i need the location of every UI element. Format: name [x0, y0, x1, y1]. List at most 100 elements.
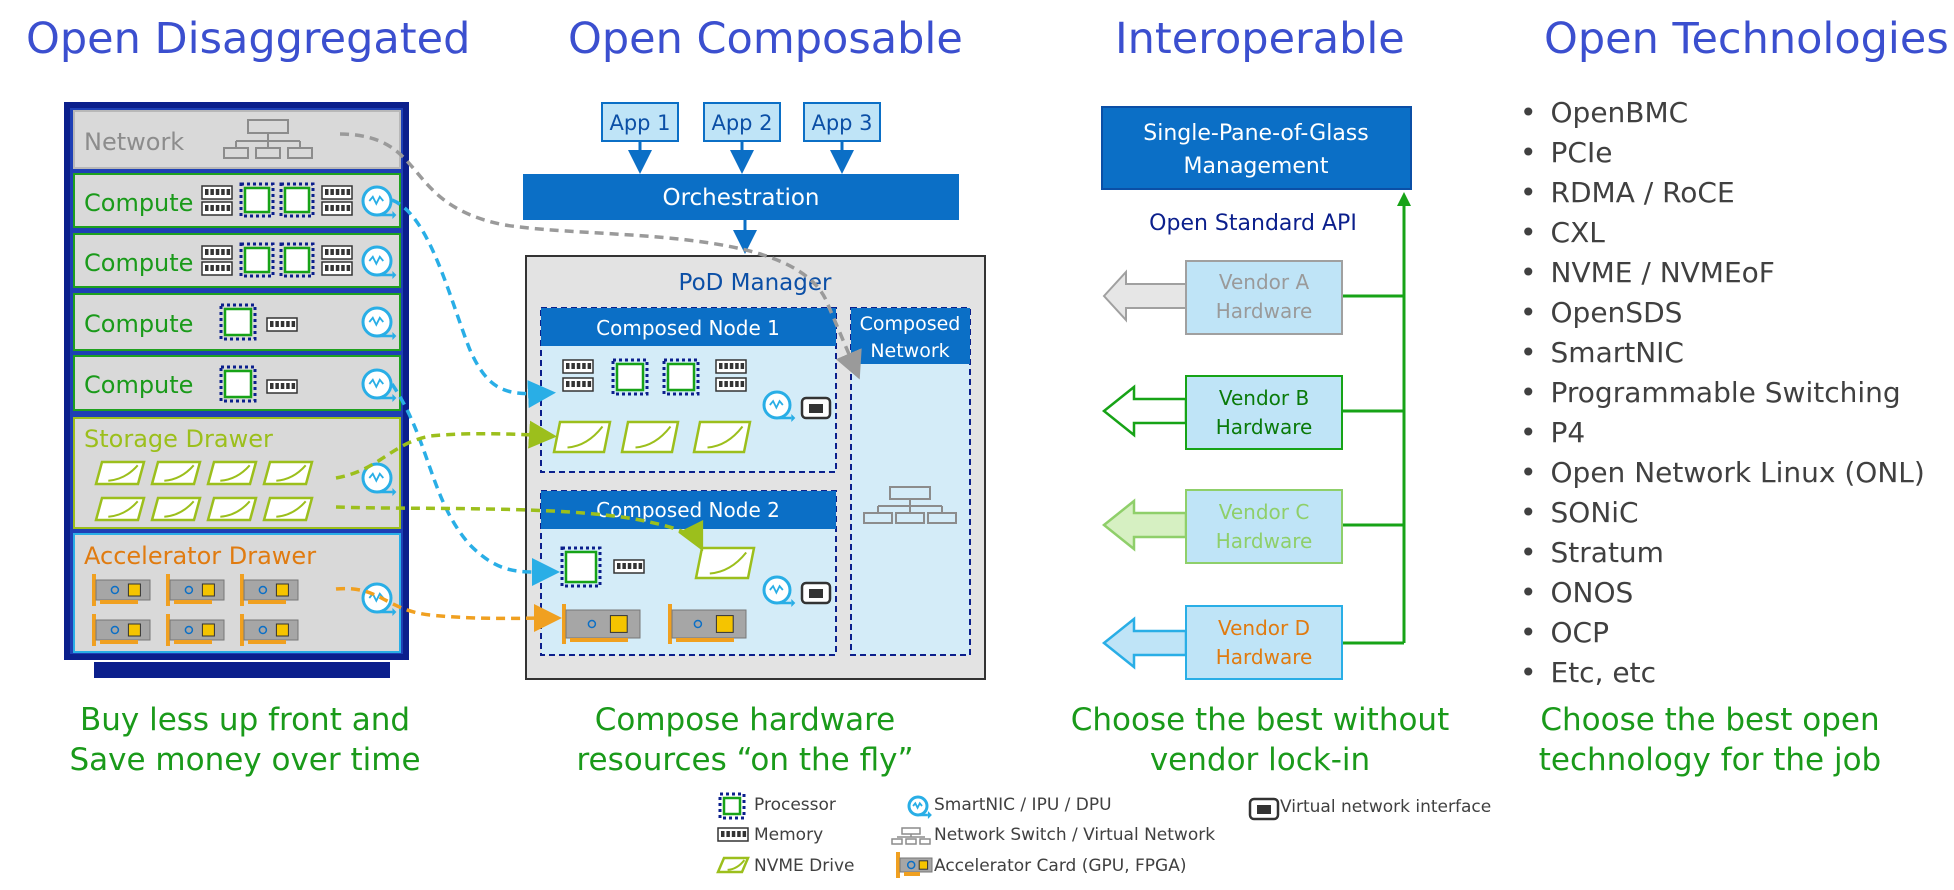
composed-node-1-label: Composed Node 1 — [596, 316, 780, 340]
nvme-drive-icon — [692, 420, 752, 454]
technology-item: Etc, etc — [1520, 653, 1925, 693]
tagline-line: Choose the best without — [1070, 702, 1450, 738]
flow-arrows — [335, 132, 862, 633]
legend-memory: Memory — [754, 825, 824, 845]
legend-switch: Network Switch / Virtual Network — [934, 825, 1216, 845]
memory-icon — [613, 559, 645, 574]
memory-icon — [715, 377, 747, 392]
processor-icon — [279, 242, 315, 278]
smartnic-icon — [361, 368, 397, 402]
pod-manager-label: PoD Manager — [679, 270, 833, 296]
compute-label: Compute — [84, 189, 193, 217]
nvme-drive-icon — [262, 496, 314, 522]
nvme-drive-icon — [620, 420, 680, 454]
vendor-b-label-1: Vendor B — [1219, 386, 1309, 410]
processor-icon — [219, 365, 257, 403]
nvme-drive-icon — [694, 546, 756, 580]
technology-item: Programmable Switching — [1520, 373, 1925, 413]
processor-icon — [219, 303, 257, 341]
technology-item: SONiC — [1520, 493, 1925, 533]
accelerator-card-icon — [896, 852, 933, 878]
tagline-composable: Compose hardware resources “on the fly” — [540, 700, 950, 780]
network-switch-icon — [891, 827, 931, 845]
technology-item: P4 — [1520, 413, 1925, 453]
smartnic-icon — [762, 390, 796, 422]
app-1-box: App 1 — [601, 102, 679, 142]
memory-icon — [266, 317, 298, 332]
memory-icon — [266, 379, 298, 394]
compute-label: Compute — [84, 371, 193, 399]
vendor-a-label-1: Vendor A — [1219, 270, 1310, 294]
smartnic-icon — [907, 795, 932, 819]
nvme-drive-icon — [150, 496, 202, 522]
app-2-label: App 2 — [711, 111, 772, 135]
memory-icon — [201, 185, 233, 200]
app-3-label: App 3 — [811, 111, 872, 135]
accelerator-card-icon — [562, 604, 641, 644]
accelerator-card-icon — [240, 574, 299, 606]
technology-item: OCP — [1520, 613, 1925, 653]
tagline-line: vendor lock-in — [1149, 742, 1371, 778]
interoperable-section: Single-Pane-of-Glass Management Open Sta… — [1101, 106, 1412, 680]
storage-to-node1-arrow — [335, 420, 557, 480]
heading-open-disaggregated: Open Disaggregated — [26, 14, 471, 64]
smartnic-icon — [361, 306, 397, 340]
smartnic-icon — [361, 245, 397, 279]
vendor-c-label-2: Hardware — [1216, 529, 1313, 553]
compute-to-node1-arrow — [391, 198, 556, 409]
app-1-label: App 1 — [609, 111, 670, 135]
processor-icon — [662, 358, 700, 396]
smartnic-icon — [361, 462, 397, 496]
nvme-drive-icon — [206, 460, 258, 486]
technology-item: SmartNIC — [1520, 333, 1925, 373]
technology-item: Stratum — [1520, 533, 1925, 573]
memory-icon — [321, 245, 353, 260]
technology-item: OpenSDS — [1520, 293, 1925, 333]
memory-icon — [201, 201, 233, 216]
technology-item: NVME / NVMEoF — [1520, 253, 1925, 293]
orchestration-box — [523, 174, 959, 220]
vendor-b-label-2: Hardware — [1216, 415, 1313, 439]
tagline-line: resources “on the fly” — [576, 742, 914, 778]
legend-smartnic: SmartNIC / IPU / DPU — [934, 795, 1112, 815]
technologies-list: OpenBMCPCIeRDMA / RoCECXLNVME / NVMEoFOp… — [1520, 93, 1925, 693]
heading-open-technologies: Open Technologies — [1544, 14, 1949, 64]
heading-interoperable: Interoperable — [1115, 14, 1405, 64]
tagline-line: Compose hardware — [594, 702, 896, 738]
heading-open-composable: Open Composable — [568, 14, 963, 64]
accelerator-card-icon — [166, 574, 225, 606]
accelerator-card-icon — [240, 614, 299, 646]
management-label-1: Single-Pane-of-Glass — [1143, 121, 1368, 146]
tagline-line: Buy less up front and — [79, 702, 411, 738]
memory-icon — [321, 261, 353, 276]
technology-item: ONOS — [1520, 573, 1925, 613]
tagline-technologies: Choose the best open technology for the … — [1505, 700, 1915, 780]
technology-item: OpenBMC — [1520, 93, 1925, 133]
accelerator-card-icon — [166, 614, 225, 646]
storage-drawer-label: Storage Drawer — [84, 425, 273, 453]
composed-network-label-2: Network — [870, 340, 949, 362]
smartnic-icon — [762, 575, 796, 607]
memory-icon — [321, 201, 353, 216]
legend-processor: Processor — [754, 795, 836, 815]
accelerator-card-icon — [668, 604, 747, 644]
virtual-network-interface-icon — [1248, 797, 1280, 821]
network-switch-icon — [223, 119, 313, 159]
technology-item: PCIe — [1520, 133, 1925, 173]
orchestration-label: Orchestration — [662, 185, 819, 211]
composed-network-label-1: Composed — [860, 313, 961, 335]
accelerator-card-icon — [92, 614, 151, 646]
technology-item: RDMA / RoCE — [1520, 173, 1925, 213]
tagline-disaggregated: Buy less up front and Save money over ti… — [40, 700, 450, 780]
app-3-box: App 3 — [803, 102, 881, 142]
vendor-c-label-1: Vendor C — [1219, 500, 1310, 524]
compute-label: Compute — [84, 310, 193, 338]
storage-to-node2-arrow — [335, 505, 704, 552]
nvme-drive-icon — [94, 496, 146, 522]
compute-to-node2-arrow — [390, 383, 560, 587]
legend-vnic: Virtual network interface — [1280, 797, 1492, 817]
network-switch-icon — [863, 486, 957, 524]
memory-icon — [201, 245, 233, 260]
nvme-drive-icon — [262, 460, 314, 486]
accelerator-drawer-label: Accelerator Drawer — [84, 542, 316, 570]
